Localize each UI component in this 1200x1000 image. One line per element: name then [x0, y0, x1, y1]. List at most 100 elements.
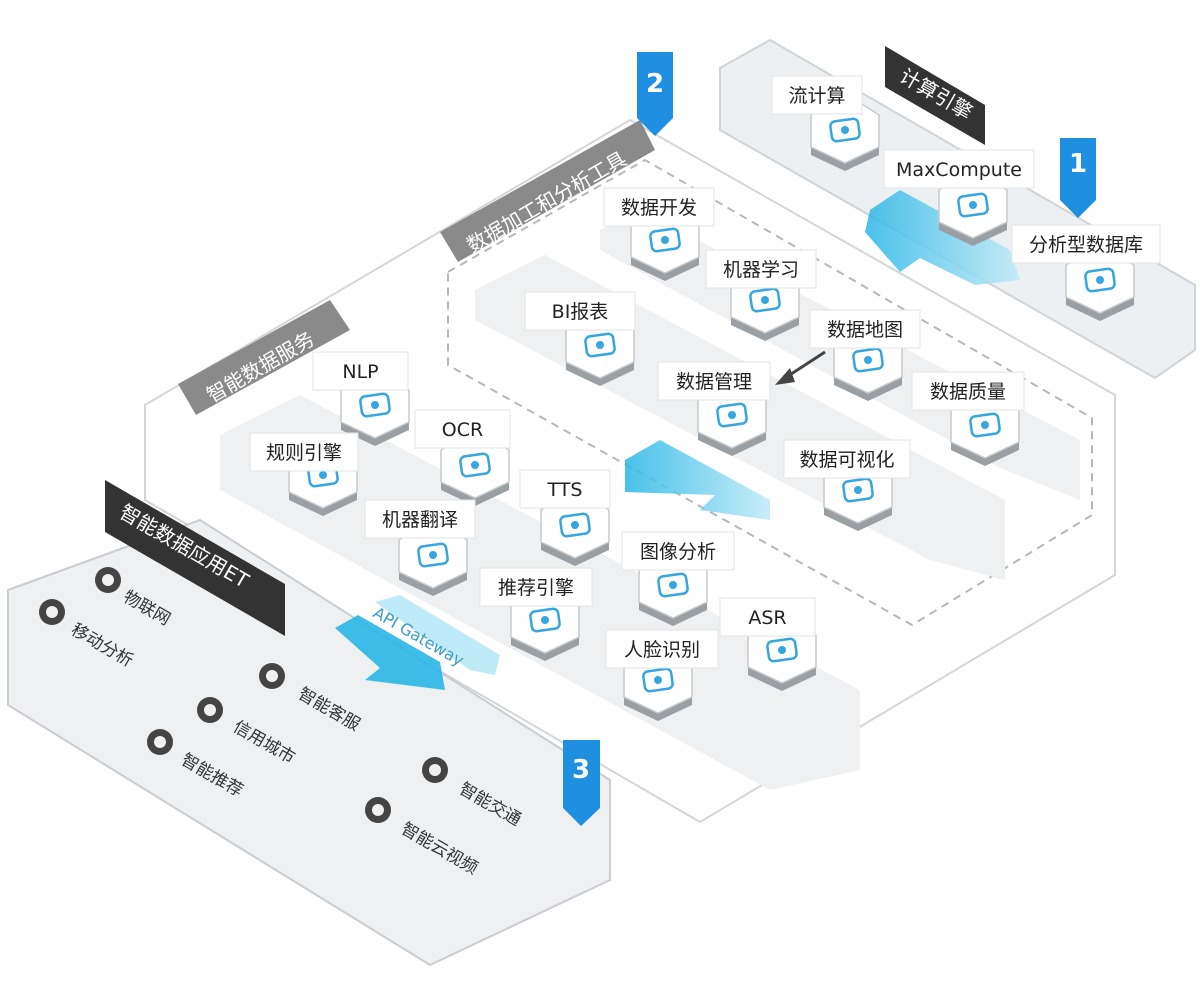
node-label-text: 数据地图 [827, 319, 903, 341]
node-label-text: 分析型数据库 [1029, 234, 1143, 256]
node-label-text: 数据质量 [930, 381, 1006, 403]
compute-engine-banner [885, 46, 985, 145]
service-node-1[interactable]: OCR [414, 409, 511, 506]
nodes: 流计算MaxCompute分析型数据库数据开发机器学习BI报表数据地图数据管理数… [249, 75, 1161, 721]
compute-label-0: 流计算 [771, 75, 863, 115]
node-label-text: 机器学习 [723, 259, 799, 281]
tool-node-3[interactable]: 数据地图 [809, 309, 921, 401]
node-label-text: 人脸识别 [624, 639, 700, 661]
map-icon [852, 347, 884, 373]
flow-arrows: API Gateway [335, 190, 1020, 690]
badges: 1 2 3 [563, 52, 1096, 826]
tool-node-5[interactable]: 数据质量 [911, 371, 1025, 466]
service-node-3[interactable]: TTS [519, 469, 611, 566]
service-node-5[interactable]: 图像分析 [621, 531, 735, 626]
tool-label-4: 数据管理 [657, 361, 771, 401]
visual-icon [842, 477, 874, 503]
service-label-4: 机器翻译 [364, 499, 476, 539]
api-flow-arrow [335, 615, 445, 690]
node-label-text: ASR [748, 607, 786, 629]
compute-flow-arrow [865, 190, 1020, 285]
service-label-7: ASR [719, 597, 816, 637]
compute-label-2: 分析型数据库 [1011, 224, 1161, 264]
node-label-text: NLP [342, 361, 378, 383]
ocr-icon [459, 452, 491, 478]
compute-node-1[interactable]: MaxCompute [883, 149, 1035, 246]
service-label-6: 推荐引擎 [479, 567, 593, 607]
traffic-icon [422, 757, 448, 783]
service-label-5: 图像分析 [621, 531, 735, 571]
report-icon [584, 332, 616, 358]
service-label-3: TTS [519, 469, 611, 509]
tool-label-2: BI报表 [524, 291, 636, 331]
tools-flow-arrow [625, 440, 770, 520]
svg-text:1: 1 [1069, 149, 1087, 179]
service-label-8: 人脸识别 [605, 629, 719, 669]
node-label-text: TTS [547, 479, 583, 501]
dev-icon [649, 227, 681, 253]
recommend-icon [529, 607, 561, 633]
badge-1: 1 [1060, 138, 1096, 218]
node-label-text: 图像分析 [640, 541, 716, 563]
image-icon [657, 572, 689, 598]
node-label-text: 数据开发 [621, 197, 697, 219]
nlp-icon [359, 392, 391, 418]
video-icon [365, 797, 391, 823]
service-node-2[interactable]: 规则引擎 [249, 432, 359, 516]
translate-icon [417, 542, 449, 568]
service-label-0: NLP [312, 351, 409, 391]
tool-label-5: 数据质量 [911, 371, 1025, 411]
node-label-text: MaxCompute [896, 159, 1022, 181]
node-label-text: OCR [442, 419, 483, 441]
tool-node-0[interactable]: 数据开发 [603, 187, 715, 281]
tool-label-1: 机器学习 [705, 249, 817, 289]
compute-node-0[interactable]: 流计算 [771, 75, 880, 171]
asr-icon [766, 637, 798, 663]
service-node-0[interactable]: NLP [312, 351, 410, 446]
manage-icon [716, 402, 748, 428]
badge-3: 3 [563, 740, 600, 826]
service-node-6[interactable]: 推荐引擎 [479, 567, 593, 661]
badge-2: 2 [637, 52, 673, 136]
tools-dashed-area [447, 158, 1093, 627]
smart-recommend-icon [147, 729, 173, 755]
app-banner [105, 480, 285, 636]
mobile-analysis-icon [39, 599, 65, 625]
quality-icon [969, 412, 1001, 438]
node-label-text: BI报表 [552, 301, 609, 323]
compute-label-1: MaxCompute [883, 149, 1035, 189]
api-gateway-band [375, 595, 500, 675]
iot-icon [95, 567, 121, 593]
tool-node-4[interactable]: 数据管理 [657, 361, 771, 456]
face-icon [642, 667, 674, 693]
node-label-text: 流计算 [788, 85, 845, 107]
service-label-1: OCR [414, 409, 511, 449]
node-label-text: 数据可视化 [799, 449, 894, 471]
tool-label-6: 数据可视化 [783, 439, 911, 479]
city-icon [197, 697, 223, 723]
ml-icon [749, 287, 781, 313]
service-banner [178, 300, 350, 415]
tool-label-3: 数据地图 [809, 309, 921, 349]
node-label-text: 机器翻译 [382, 509, 458, 531]
service-node-7[interactable]: ASR [719, 597, 817, 691]
stream-icon [829, 117, 861, 143]
svg-text:3: 3 [572, 755, 590, 785]
service-label-2: 规则引擎 [249, 432, 359, 472]
tool-label-0: 数据开发 [603, 187, 715, 227]
node-label-text: 推荐引擎 [498, 577, 574, 599]
tool-node-1[interactable]: 机器学习 [705, 249, 817, 341]
maxcompute-icon [957, 192, 989, 218]
compute-node-2[interactable]: 分析型数据库 [1011, 224, 1161, 321]
service-node-4[interactable]: 机器翻译 [364, 499, 476, 596]
tools-banner [440, 120, 655, 262]
tts-icon [559, 512, 591, 538]
node-label-text: 规则引擎 [266, 442, 342, 464]
database-icon [1084, 267, 1116, 293]
tool-node-2[interactable]: BI报表 [524, 291, 636, 386]
svg-text:2: 2 [646, 69, 664, 99]
service-node-8[interactable]: 人脸识别 [605, 629, 719, 721]
tool-node-6[interactable]: 数据可视化 [783, 439, 911, 531]
node-label-text: 数据管理 [676, 371, 752, 393]
